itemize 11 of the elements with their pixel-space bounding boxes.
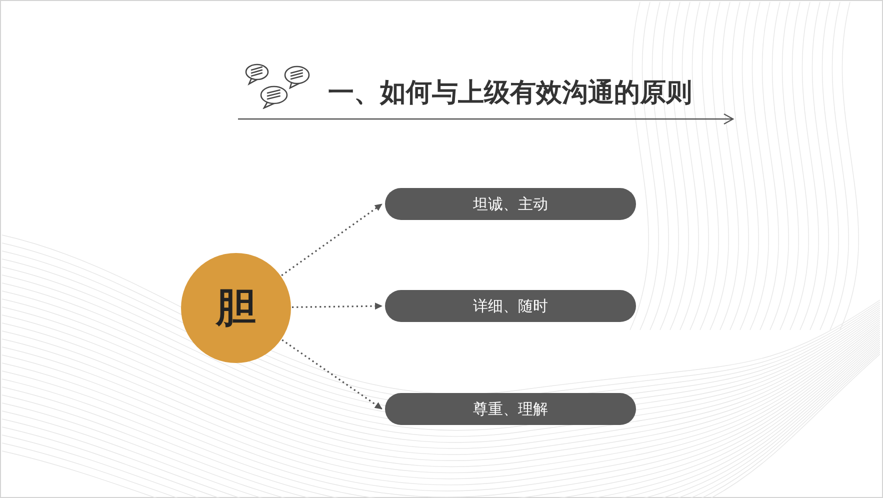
principle-label: 详细、随时 bbox=[473, 297, 548, 315]
dotted-arrow bbox=[282, 339, 382, 410]
slide-title: 一、如何与上级有效沟通的原则 bbox=[328, 77, 692, 109]
dotted-arrow bbox=[292, 302, 382, 310]
principle-bar bbox=[385, 290, 636, 322]
topic-character: 胆 bbox=[216, 284, 256, 332]
principle-label: 坦诚、主动 bbox=[473, 195, 548, 213]
principle-label: 尊重、理解 bbox=[473, 400, 548, 418]
dotted-arrow bbox=[281, 203, 382, 276]
principle-bar bbox=[385, 188, 636, 220]
principle-bar bbox=[385, 393, 636, 425]
